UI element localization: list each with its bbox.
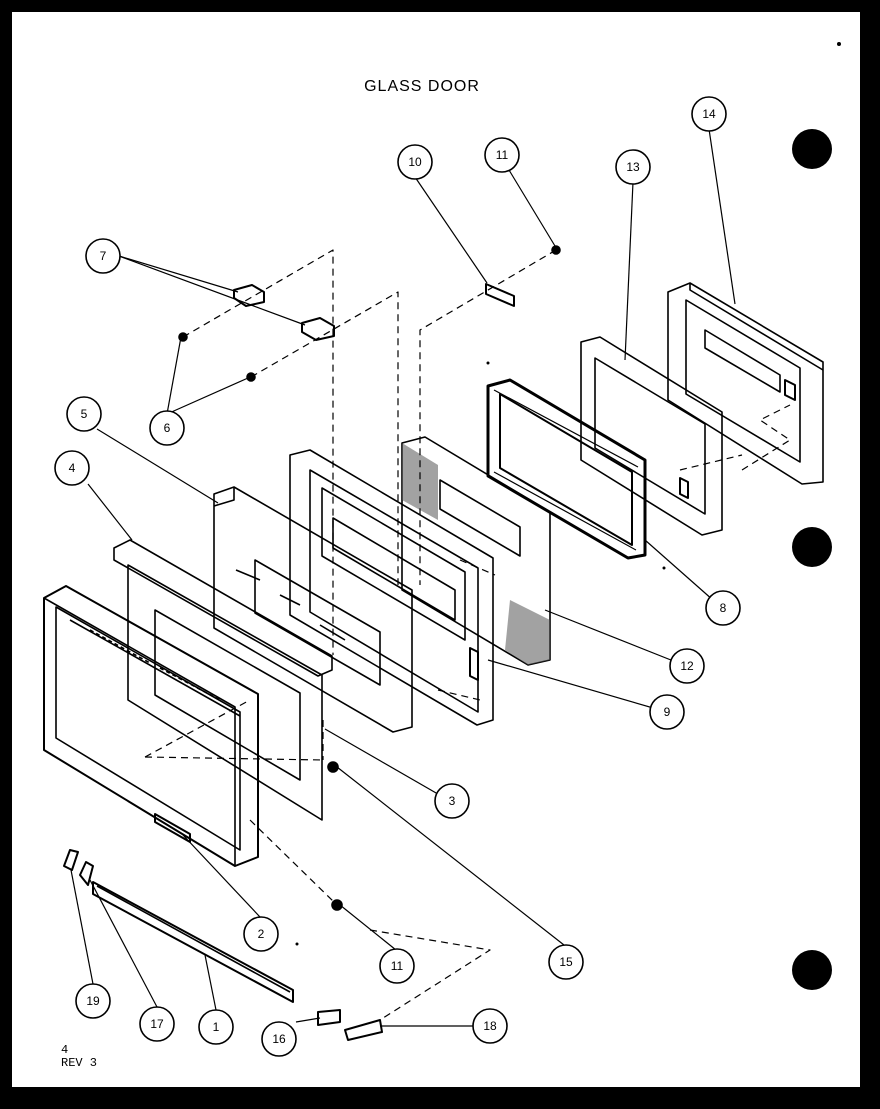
part-12-screen-panel [401,436,551,666]
svg-text:18: 18 [483,1019,497,1033]
part-9-inner-liner [289,449,494,726]
part-17-clip [79,861,94,886]
callout-19: 19 [75,983,111,1019]
callout-11-top: 11 [484,137,520,173]
svg-text:17: 17 [150,1017,164,1031]
part-18-clip [344,1019,383,1041]
page-number: 4 [61,1043,69,1057]
svg-text:2: 2 [258,927,265,941]
svg-text:10: 10 [408,155,422,169]
print-specks [295,42,841,946]
callout-5: 5 [66,396,102,432]
part-13-gasket-frame [580,336,723,536]
callouts: 14 13 10 11 7 6 5 4 12 8 9 3 2 15 11 19 … [54,96,741,1057]
callout-18: 18 [472,1008,508,1044]
callout-3: 3 [434,783,470,819]
revision-footer: 4 REV 3 [61,1044,97,1070]
punch-hole-middle [792,527,832,567]
revision-label: REV 3 [61,1056,98,1070]
svg-text:15: 15 [559,955,573,969]
part-3-glass-window [113,539,333,821]
svg-text:13: 13 [626,160,640,174]
callout-9: 9 [649,694,685,730]
callout-14: 14 [691,96,727,132]
part-10-bracket [485,283,515,307]
callout-8: 8 [705,590,741,626]
callout-6: 6 [149,410,185,446]
svg-text:3: 3 [449,794,456,808]
svg-text:6: 6 [164,421,171,435]
callout-4: 4 [54,450,90,486]
part-16-clip [317,1009,341,1026]
part-7-hinge-brackets [233,284,335,341]
callout-10: 10 [397,144,433,180]
part-8-glass-pack [486,378,647,560]
part-14-rear-panel [667,282,824,485]
svg-text:14: 14 [702,107,716,121]
svg-text:11: 11 [391,959,404,973]
svg-text:16: 16 [272,1032,286,1046]
part-5-door-panel [213,486,413,733]
svg-text:8: 8 [720,601,727,615]
callout-12: 12 [669,648,705,684]
punch-hole-top [792,129,832,169]
diagram-title: GLASS DOOR [364,78,480,95]
part-1-handle-bar [92,881,294,1003]
assembly-lines [144,249,791,1021]
callout-16: 16 [261,1021,297,1057]
svg-text:12: 12 [680,659,694,673]
callout-1: 1 [198,1009,234,1045]
callout-11-bottom: 11 [379,948,415,984]
callout-17: 17 [139,1006,175,1042]
callout-15: 15 [548,944,584,980]
screws [178,245,561,911]
svg-text:7: 7 [100,249,107,263]
leader-lines [70,128,736,1027]
callout-2: 2 [243,916,279,952]
svg-text:1: 1 [213,1020,220,1034]
part-19-clip [63,849,79,871]
svg-text:5: 5 [81,407,88,421]
callout-13: 13 [615,149,651,185]
svg-text:11: 11 [496,148,509,162]
callout-7: 7 [85,238,121,274]
svg-text:19: 19 [86,994,100,1008]
svg-text:9: 9 [664,705,671,719]
punch-hole-bottom [792,950,832,990]
part-2-front-frame [43,585,259,867]
svg-text:4: 4 [69,461,76,475]
